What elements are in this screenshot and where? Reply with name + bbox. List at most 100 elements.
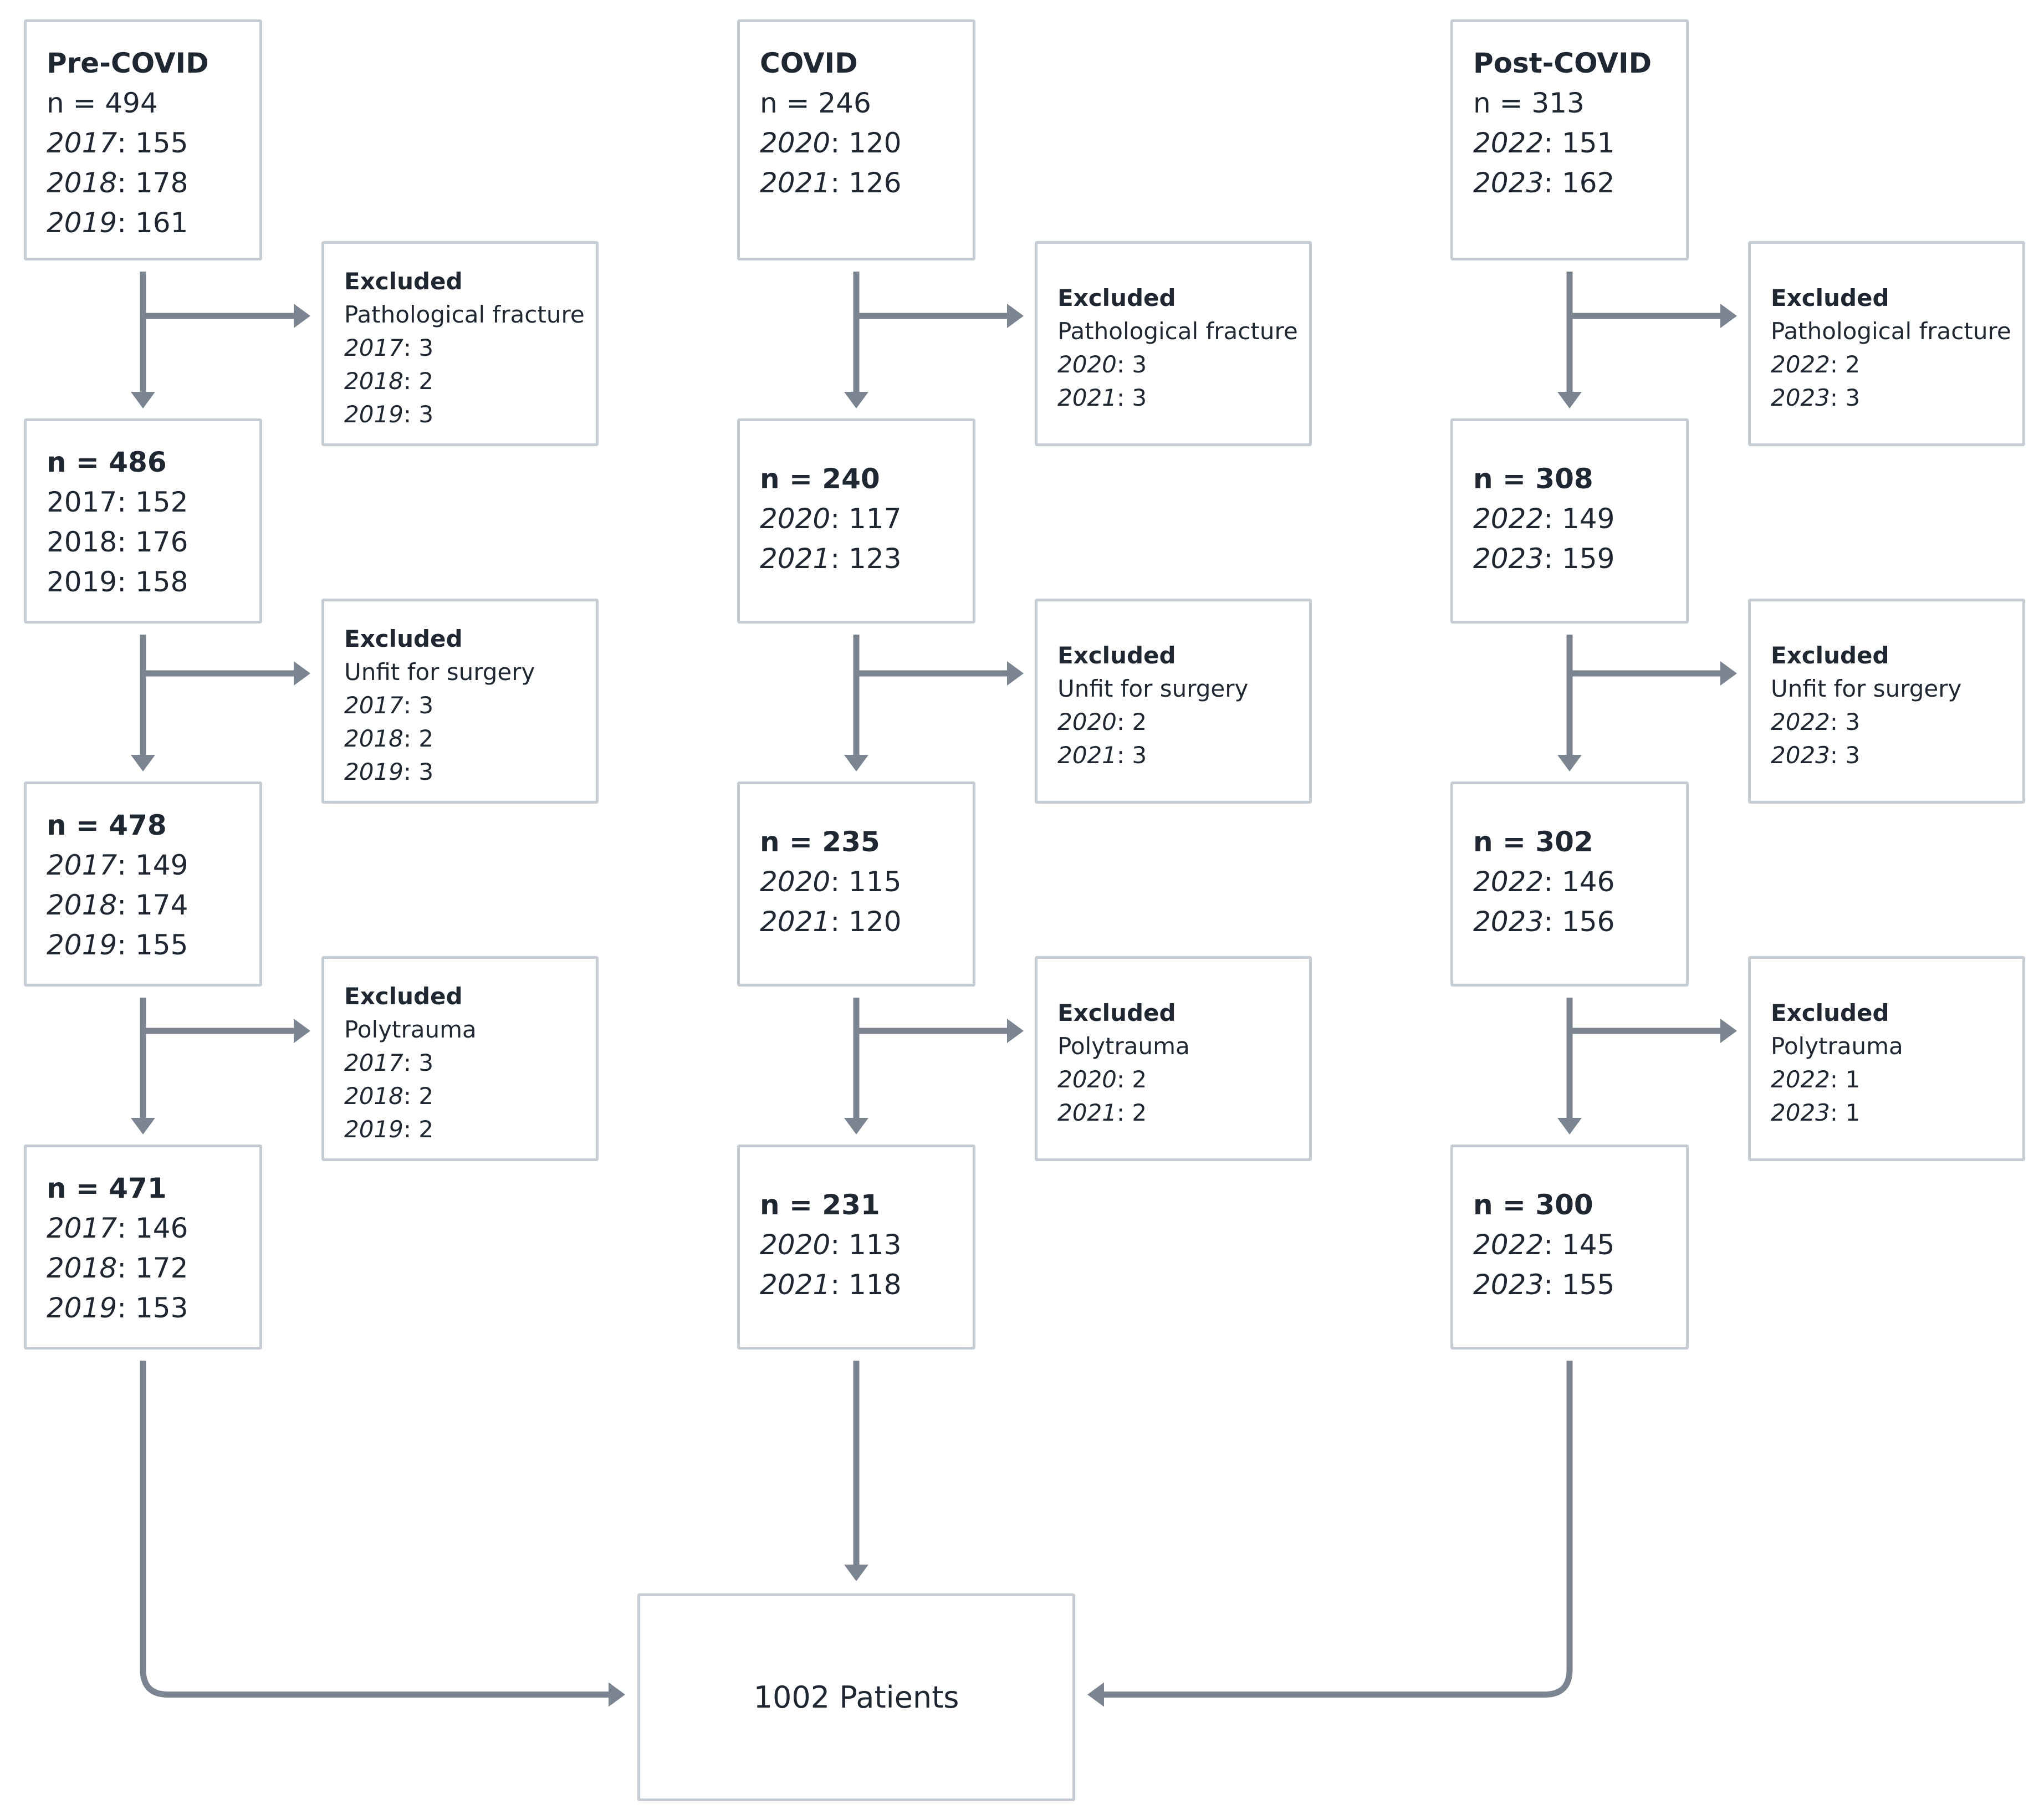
total-patients-label: 1002 Patients bbox=[753, 1680, 959, 1715]
count-line: n = 313 bbox=[1473, 87, 1585, 119]
count-line: 2017: 152 bbox=[47, 486, 188, 518]
year-count-line: 2018: 178 bbox=[47, 163, 259, 203]
remaining-count: n = 308 bbox=[1473, 463, 1593, 495]
year-count-line: 2017: 149 bbox=[47, 845, 259, 885]
exclusion-arrowhead bbox=[1720, 1019, 1737, 1043]
count-value: : 155 bbox=[1544, 1269, 1615, 1301]
year-label: 2020 bbox=[1057, 1066, 1117, 1093]
count-value: : 149 bbox=[117, 849, 188, 881]
exclusion-heading: Excluded bbox=[344, 983, 463, 1010]
count-value: : 3 bbox=[403, 692, 434, 719]
year-count-line: 2022: 1 bbox=[1771, 1063, 2022, 1096]
year-count-line: 2019: 3 bbox=[344, 398, 596, 431]
year-label: 2021 bbox=[760, 906, 831, 938]
count-value: : 2 bbox=[1116, 708, 1147, 735]
year-label: 2019 bbox=[47, 207, 117, 239]
count-value: : 3 bbox=[1116, 384, 1147, 411]
year-label: 2017 bbox=[344, 334, 403, 361]
exclusion-heading: Excluded bbox=[1771, 642, 1889, 669]
year-label: 2023 bbox=[1771, 384, 1830, 411]
count-value: : 115 bbox=[830, 866, 902, 898]
exclusion-heading: Excluded bbox=[1771, 284, 1889, 311]
count-value: : 149 bbox=[1544, 503, 1615, 535]
year-label: 2019 bbox=[47, 1292, 117, 1324]
year-label: 2020 bbox=[760, 1229, 831, 1261]
year-label: 2021 bbox=[760, 167, 831, 199]
count-value: : 3 bbox=[403, 334, 434, 361]
count-line: n = 494 bbox=[47, 87, 158, 119]
year-count-line: 2020: 120 bbox=[760, 123, 973, 163]
year-count-line: 2021: 126 bbox=[760, 163, 973, 203]
remaining-count: n = 235 bbox=[760, 826, 880, 858]
remaining-count: n = 471 bbox=[47, 1172, 167, 1204]
year-label: 2021 bbox=[1057, 742, 1117, 769]
count-line: n = 246 bbox=[760, 87, 871, 119]
cohort-title: COVID bbox=[760, 47, 858, 79]
year-label: 2020 bbox=[760, 503, 831, 535]
count-line: 2019: 158 bbox=[47, 566, 188, 598]
count-value: : 159 bbox=[1544, 543, 1615, 575]
year-count-line: 2019: 153 bbox=[47, 1288, 259, 1328]
year-label: 2021 bbox=[1057, 384, 1117, 411]
year-count-line: 2019: 2 bbox=[344, 1113, 596, 1146]
year-label: 2019 bbox=[344, 401, 403, 428]
year-count-line: 2023: 155 bbox=[1473, 1265, 1686, 1305]
exclusion-heading: Excluded bbox=[1057, 284, 1176, 311]
year-label: 2022 bbox=[1771, 708, 1830, 735]
year-count-line: 2020: 117 bbox=[760, 499, 973, 539]
year-label: 2018 bbox=[47, 889, 117, 921]
year-label: 2022 bbox=[1473, 866, 1544, 898]
year-label: 2018 bbox=[47, 1252, 117, 1284]
count-value: : 2 bbox=[1830, 351, 1861, 378]
flow-arrowhead bbox=[1557, 392, 1582, 408]
exclusion-arrowhead bbox=[1720, 304, 1737, 328]
flow-arrowhead bbox=[131, 1118, 155, 1135]
flow-arrowhead bbox=[1557, 1118, 1582, 1135]
year-count-line: 2022: 2 bbox=[1771, 348, 2022, 381]
year-count-line: 2021: 2 bbox=[1057, 1096, 1309, 1130]
exclusion-heading: Excluded bbox=[1057, 999, 1176, 1026]
year-count-line: 2021: 3 bbox=[1057, 739, 1309, 772]
exclusion-reason: Polytrauma bbox=[1771, 1033, 1903, 1060]
exclusion-arrowhead bbox=[1720, 661, 1737, 686]
exclusion-arrowhead bbox=[1007, 304, 1024, 328]
count-line: 2018: 176 bbox=[47, 526, 188, 558]
count-value: : 153 bbox=[117, 1292, 188, 1324]
year-count-line: 2021: 3 bbox=[1057, 381, 1309, 415]
count-value: : 174 bbox=[117, 889, 188, 921]
year-count-line: 2020: 3 bbox=[1057, 348, 1309, 381]
year-count-line: 2023: 1 bbox=[1771, 1096, 2022, 1130]
year-count-line: 2020: 113 bbox=[760, 1225, 973, 1265]
year-count-line: 2022: 146 bbox=[1473, 862, 1686, 902]
count-value: : 161 bbox=[117, 207, 188, 239]
year-count-line: 2020: 2 bbox=[1057, 1063, 1309, 1096]
count-value: : 155 bbox=[117, 929, 188, 961]
year-label: 2023 bbox=[1473, 543, 1544, 575]
year-label: 2020 bbox=[760, 127, 831, 159]
count-value: : 117 bbox=[830, 503, 902, 535]
exclusion-arrowhead bbox=[1007, 661, 1024, 686]
count-value: : 3 bbox=[1830, 742, 1861, 769]
count-value: : 3 bbox=[1116, 351, 1147, 378]
count-value: : 172 bbox=[117, 1252, 188, 1284]
count-value: : 151 bbox=[1544, 127, 1615, 159]
year-label: 2019 bbox=[344, 758, 403, 785]
merge-arrowhead-center bbox=[844, 1565, 868, 1581]
exclusion-heading: Excluded bbox=[344, 625, 463, 652]
exclusion-reason: Pathological fracture bbox=[344, 301, 585, 328]
year-label: 2022 bbox=[1771, 351, 1830, 378]
flow-arrowhead bbox=[1557, 755, 1582, 771]
flow-arrowhead bbox=[131, 392, 155, 408]
year-count-line: 2023: 162 bbox=[1473, 163, 1686, 203]
cohort-title: Post-COVID bbox=[1473, 47, 1652, 79]
exclusion-heading: Excluded bbox=[1057, 642, 1176, 669]
remaining-count: n = 302 bbox=[1473, 826, 1593, 858]
remaining-count: n = 478 bbox=[47, 809, 167, 841]
